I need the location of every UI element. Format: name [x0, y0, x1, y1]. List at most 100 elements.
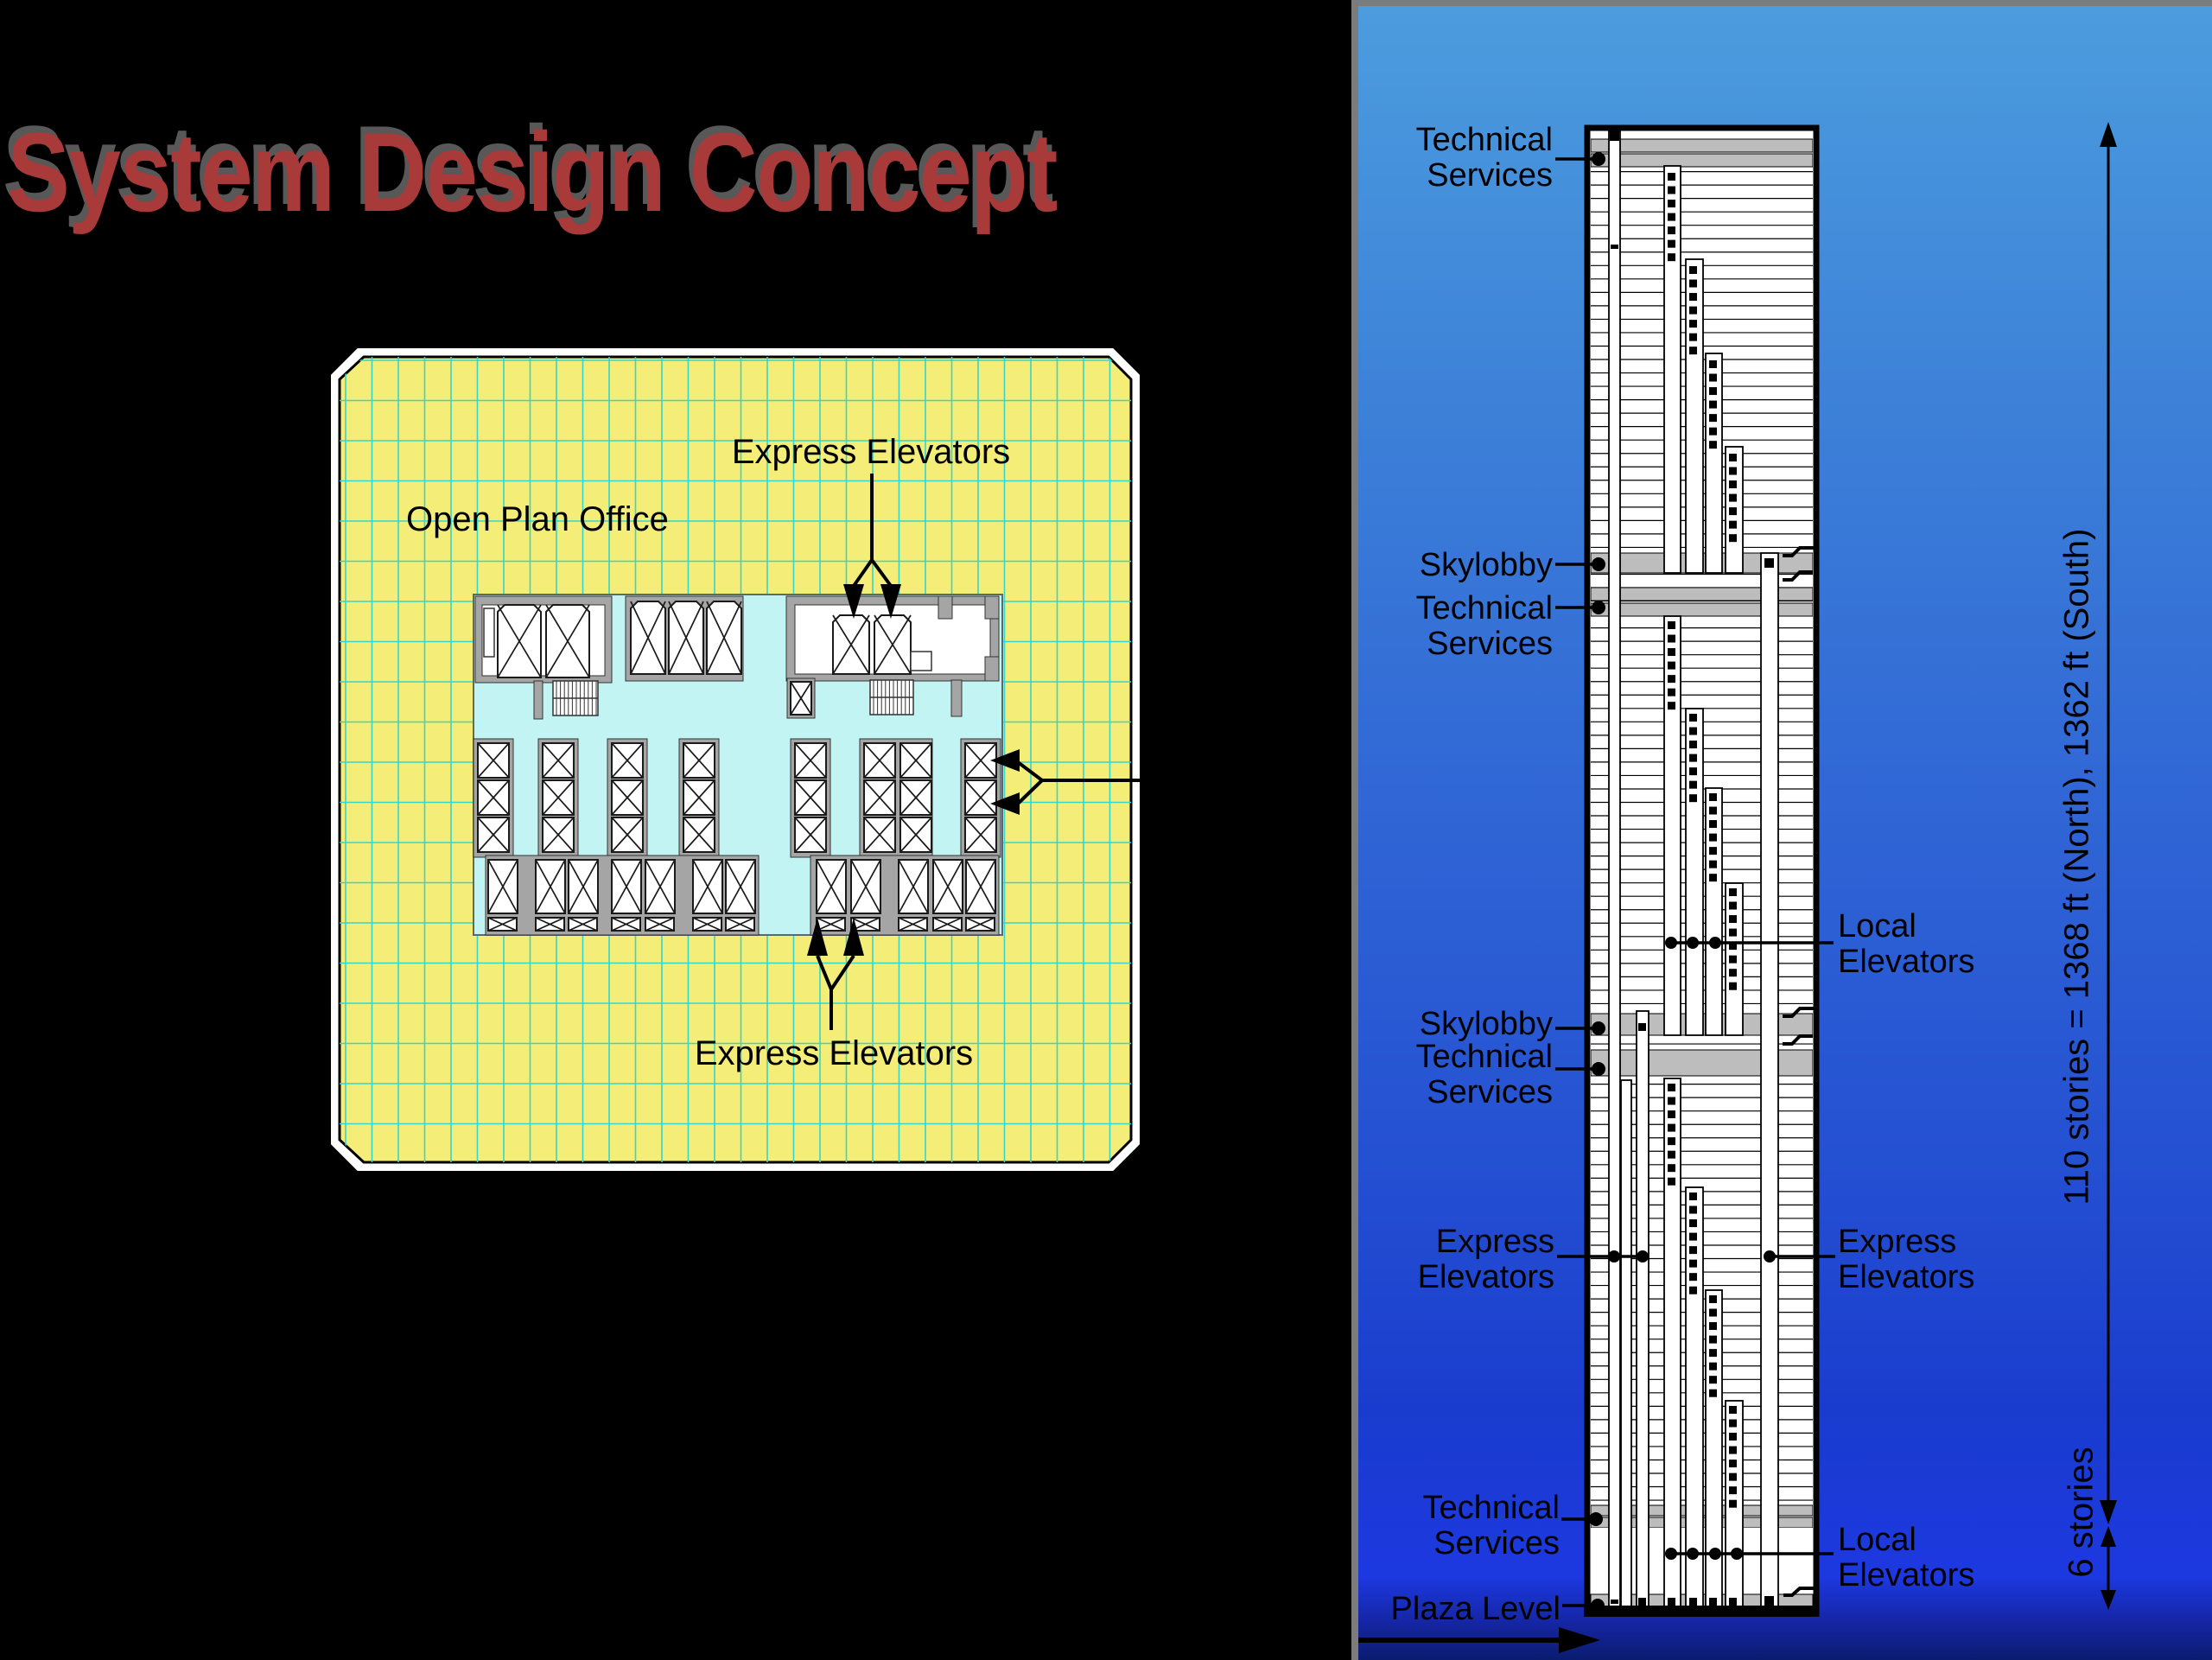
cab-marker — [1610, 131, 1619, 141]
cab-marker — [1709, 1295, 1717, 1303]
shaft-x-mark — [487, 859, 518, 914]
cab-marker — [1668, 661, 1675, 670]
cab-marker — [1729, 454, 1737, 461]
cab-marker — [1709, 1376, 1717, 1384]
shaft-x-mark — [542, 779, 575, 816]
cab-marker — [1729, 1460, 1737, 1468]
cab-marker — [1668, 226, 1675, 235]
cab-marker — [1689, 347, 1697, 355]
cab-marker — [1668, 239, 1675, 248]
shaft-x-mark — [863, 817, 896, 853]
cab-marker — [1668, 1084, 1675, 1091]
technical-services-band — [1591, 138, 1813, 153]
shaft-x-mark — [964, 779, 997, 816]
cab-marker — [1638, 1598, 1646, 1606]
cab-marker — [1709, 1389, 1717, 1397]
cab-marker — [1668, 213, 1675, 221]
shaft-x-mark — [497, 604, 542, 678]
cab-marker — [1668, 186, 1675, 194]
cab-marker — [1729, 1472, 1737, 1481]
shaft-x-mark — [683, 817, 715, 853]
label-line: Technical — [1415, 122, 1553, 158]
shaft-x-mark — [611, 917, 641, 932]
shaft-x-mark — [611, 859, 642, 914]
elevator-shaft — [1685, 258, 1704, 574]
label-skylobby-lower: Skylobby — [1419, 1006, 1553, 1042]
cab-marker — [1709, 387, 1717, 396]
label-110-stories-measure: 110 stories = 1368 ft (North), 1362 ft (… — [2057, 528, 2096, 1205]
shaft-x-mark — [863, 742, 896, 779]
cab-marker — [1668, 1598, 1675, 1606]
label-line: Services — [1427, 157, 1553, 194]
tower-base — [1584, 1606, 1819, 1617]
wall-stub — [950, 679, 963, 717]
shaft-x-mark — [898, 859, 929, 914]
cab-marker — [1668, 1110, 1675, 1119]
cab-marker — [1729, 982, 1737, 990]
cab-marker — [1668, 1137, 1675, 1146]
cab-marker — [1689, 306, 1697, 315]
label-line: Elevators — [1838, 1557, 1975, 1593]
service-core — [473, 594, 1003, 936]
label-line: Technical — [1415, 1039, 1553, 1075]
label-line: Elevators — [1838, 944, 1975, 980]
shaft-x-mark — [477, 742, 510, 779]
cab-marker — [1689, 293, 1697, 302]
cab-marker — [1689, 333, 1697, 341]
cab-marker — [1729, 928, 1737, 937]
express-elevator-arrows — [816, 474, 1140, 1030]
elevator-shaft — [1620, 1079, 1632, 1608]
cab-marker — [1689, 1205, 1697, 1214]
cab-marker — [1689, 780, 1697, 789]
cab-marker — [1764, 558, 1774, 568]
shaft-x-mark — [683, 742, 715, 779]
technical-services-band — [1591, 1049, 1813, 1077]
cab-marker — [1729, 901, 1737, 910]
cab-marker — [1689, 1286, 1697, 1294]
elevator-shaft — [1685, 708, 1704, 1036]
wall-stub — [984, 595, 1000, 620]
cab-marker — [1689, 279, 1697, 288]
shaft-x-mark — [898, 917, 928, 932]
cab-marker — [1729, 1433, 1737, 1441]
cab-marker — [1729, 942, 1737, 951]
closet — [483, 607, 495, 658]
cab-marker — [1689, 1246, 1697, 1255]
shaft-x-mark — [725, 917, 755, 932]
label-line: Express — [1838, 1224, 1957, 1260]
shaft-x-mark — [932, 859, 963, 914]
label-express-elevators-bottom: Express Elevators — [694, 1034, 974, 1072]
label-line: Elevators — [1417, 1259, 1554, 1295]
label-line: Services — [1427, 626, 1553, 662]
cab-marker — [1689, 741, 1697, 749]
shaft-x-mark — [899, 817, 932, 853]
cab-marker — [1689, 1259, 1697, 1268]
shaft-x-mark — [816, 859, 847, 914]
elevator-shaft — [1636, 1010, 1649, 1608]
cab-marker — [1709, 1308, 1717, 1317]
shaft-x-mark — [794, 817, 827, 853]
shaft-x-mark — [611, 817, 644, 853]
cab-marker — [1668, 702, 1675, 710]
label-line: Elevators — [1838, 1259, 1975, 1295]
cab-marker — [1709, 360, 1717, 368]
shaft-x-mark — [965, 917, 995, 932]
label-line: Technical — [1415, 590, 1553, 626]
cab-marker — [1709, 1349, 1717, 1358]
label-open-plan-office: Open Plan Office — [406, 500, 669, 538]
cab-marker — [1668, 634, 1675, 643]
cab-marker — [1729, 467, 1737, 475]
label-technical-services-bottom: Technical Services — [1423, 1491, 1560, 1561]
cab-marker — [1709, 1362, 1717, 1371]
cab-marker — [1729, 534, 1737, 543]
shaft-x-mark — [542, 817, 575, 853]
shaft-x-mark — [542, 742, 575, 779]
elevator-shaft — [1705, 353, 1723, 574]
cab-marker — [1689, 727, 1697, 735]
cab-marker — [1668, 173, 1675, 181]
cab-marker — [1709, 400, 1717, 409]
cab-marker — [1611, 1600, 1618, 1604]
cab-marker — [1689, 1193, 1697, 1200]
cab-marker — [1709, 806, 1717, 815]
closet — [910, 651, 932, 671]
